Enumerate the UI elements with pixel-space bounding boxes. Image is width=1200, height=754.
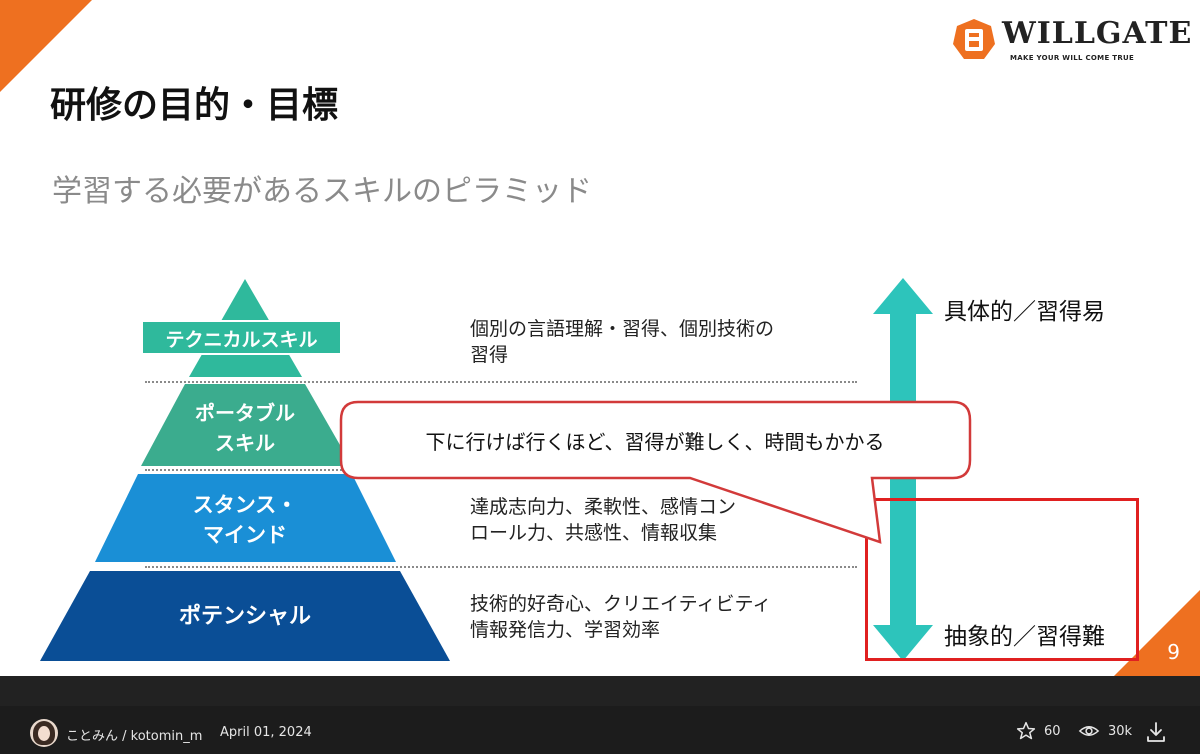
- callout-text: 下に行けば行くほど、習得が難しく、時間もかかる: [425, 430, 885, 454]
- view-count: 30k: [1078, 721, 1132, 741]
- star-button[interactable]: 60: [1016, 721, 1061, 741]
- slide-title: 研修の目的・目標: [50, 85, 339, 126]
- arrow-bottom-label: 抽象的／習得難: [944, 624, 1105, 650]
- pyramid-label-technical: テクニカルスキル: [165, 329, 318, 351]
- publish-date: April 01, 2024: [220, 725, 312, 740]
- pyramid-label-stance: スタンス・ マインド: [192, 493, 298, 547]
- tier-description-potential: 技術的好奇心、クリエイティビティ 情報発信力、学習効率: [470, 593, 772, 641]
- slide: 9 WILLGATE MAKE YOUR WILL COME TRUE 研修の目…: [0, 0, 1200, 676]
- star-count: 60: [1044, 723, 1061, 739]
- skill-pyramid: [40, 278, 933, 661]
- tier-divider: [145, 381, 857, 383]
- corner-decoration-top-left: [0, 0, 92, 92]
- pyramid-tier-stance: [95, 474, 396, 562]
- tier-divider: [145, 566, 857, 568]
- pyramid-tier-technical-banner: [141, 320, 342, 355]
- star-icon: [1016, 721, 1036, 740]
- eye-icon: [1078, 726, 1100, 736]
- download-icon[interactable]: [1144, 720, 1168, 744]
- tier-description-stance: 達成志向力、柔軟性、感情コン ロール力、共感性、情報収集: [470, 496, 737, 544]
- author-avatar[interactable]: [30, 719, 58, 747]
- logo-tagline: MAKE YOUR WILL COME TRUE: [1010, 54, 1135, 62]
- pyramid-label-potential: ポテンシャル: [178, 604, 311, 629]
- pyramid-tier-portable: [141, 384, 352, 466]
- slide-progress-bar[interactable]: [0, 676, 1200, 706]
- author-name-link[interactable]: ことみん / kotomin_m: [66, 729, 203, 744]
- tier-description-technical: 個別の言語理解・習得、個別技術の 習得: [470, 318, 775, 366]
- willgate-logo: WILLGATE MAKE YOUR WILL COME TRUE: [952, 16, 1191, 68]
- corner-decoration-bottom-right: [1114, 590, 1200, 676]
- slide-subtitle: 学習する必要があるスキルのピラミッド: [52, 174, 592, 209]
- logo-badge-icon: [953, 19, 995, 59]
- highlight-box: [865, 498, 1139, 661]
- slide-page-number: 9: [1167, 640, 1180, 664]
- pyramid-label-portable: ポータブル スキル: [195, 401, 295, 455]
- logo-wordmark: WILLGATE: [1002, 16, 1193, 51]
- viewer-footer: ことみん / kotomin_m April 01, 2024 60 30k: [0, 676, 1200, 754]
- pyramid-tier-potential: [40, 571, 450, 661]
- views-count: 30k: [1108, 723, 1133, 739]
- arrow-top-label: 具体的／習得易: [944, 299, 1105, 325]
- callout-bubble: [339, 400, 972, 544]
